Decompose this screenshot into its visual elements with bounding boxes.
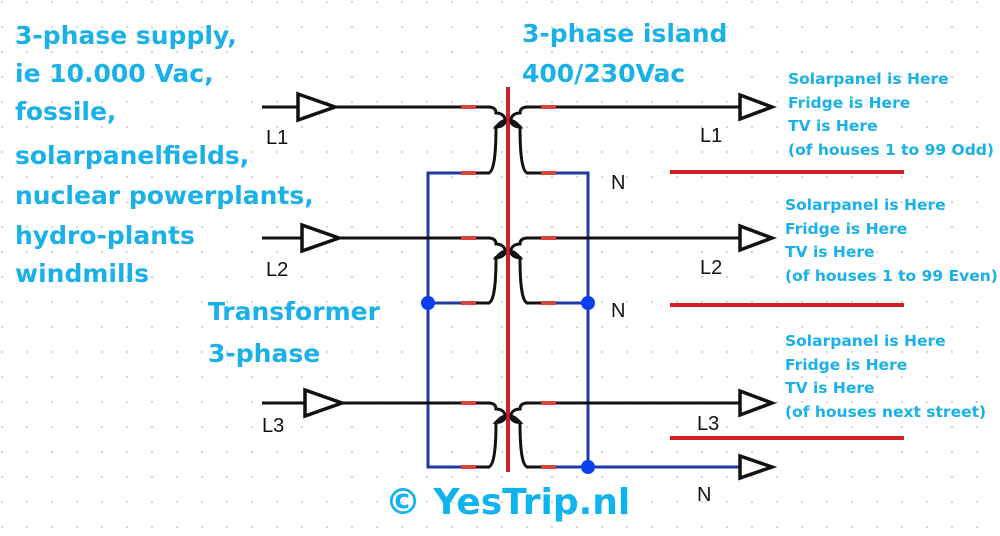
load-line: Fridge is Here — [788, 94, 910, 112]
output-arrow-icon — [738, 388, 777, 418]
load-line: Solarpanel is Here — [788, 70, 949, 88]
transformer-caption-line: 3-phase — [208, 339, 320, 368]
transformer-caption-line: Transformer — [208, 297, 381, 326]
secondary-coil-l1 — [509, 105, 529, 175]
output-arrow-icon — [738, 223, 777, 253]
load-line: Fridge is Here — [785, 220, 907, 238]
load-group-1: Solarpanel is Here Fridge is Here TV is … — [788, 70, 994, 159]
island-line: 3-phase island — [522, 19, 727, 48]
junction-dot — [581, 460, 595, 474]
load-line: (of houses 1 to 99 Odd) — [788, 141, 994, 159]
primary-coil-l2 — [487, 236, 507, 305]
neutral-label: N — [611, 172, 625, 194]
input-arrow-icon — [296, 91, 341, 123]
output-label-l2: L2 — [700, 257, 722, 279]
load-line: (of houses next street) — [785, 403, 986, 421]
load-line: Solarpanel is Here — [785, 196, 946, 214]
primary-coil-l1 — [487, 105, 507, 175]
input-arrow-icon — [300, 222, 345, 254]
phase-group — [262, 91, 777, 469]
junction-dot — [581, 296, 595, 310]
load-line: Solarpanel is Here — [785, 332, 946, 350]
secondary-coil-l2 — [509, 236, 529, 305]
supply-line: hydro-plants — [15, 221, 195, 250]
transformer-caption: Transformer 3-phase — [208, 297, 381, 368]
output-arrow-icon — [738, 92, 777, 122]
load-line: TV is Here — [785, 379, 875, 397]
output-label-l1: L1 — [700, 125, 722, 147]
input-label-l1: L1 — [266, 127, 288, 149]
island-line: 400/230Vac — [522, 59, 685, 88]
load-line: TV is Here — [788, 117, 878, 135]
load-group-2: Solarpanel is Here Fridge is Here TV is … — [785, 196, 998, 285]
output-label-l3: L3 — [697, 413, 719, 435]
neutral-label: N — [697, 484, 711, 506]
supply-description: 3-phase supply, ie 10.000 Vac, fossile, … — [15, 21, 314, 288]
input-label-l3: L3 — [262, 415, 284, 437]
primary-coil-l3 — [487, 401, 507, 469]
input-label-l2: L2 — [266, 259, 288, 281]
neutral-output-arrow-icon — [738, 453, 778, 481]
supply-line: ie 10.000 Vac, — [15, 59, 214, 88]
supply-line: 3-phase supply, — [15, 21, 237, 50]
copyright-watermark: © YesTrip.nl — [385, 482, 630, 523]
supply-line: nuclear powerplants, — [15, 181, 314, 210]
island-title: 3-phase island 400/230Vac — [522, 19, 727, 88]
supply-line: solarpanelfields, — [15, 141, 249, 170]
supply-line: windmills — [15, 259, 149, 288]
load-group-3: Solarpanel is Here Fridge is Here TV is … — [785, 332, 986, 421]
input-arrow-icon — [303, 387, 348, 419]
supply-line: fossile, — [15, 97, 116, 126]
junction-dot — [421, 296, 435, 310]
load-line: Fridge is Here — [785, 356, 907, 374]
load-line: (of houses 1 to 99 Even) — [785, 267, 998, 285]
neutral-label: N — [611, 300, 625, 322]
secondary-coil-l3 — [509, 401, 529, 469]
load-line: TV is Here — [785, 243, 875, 261]
